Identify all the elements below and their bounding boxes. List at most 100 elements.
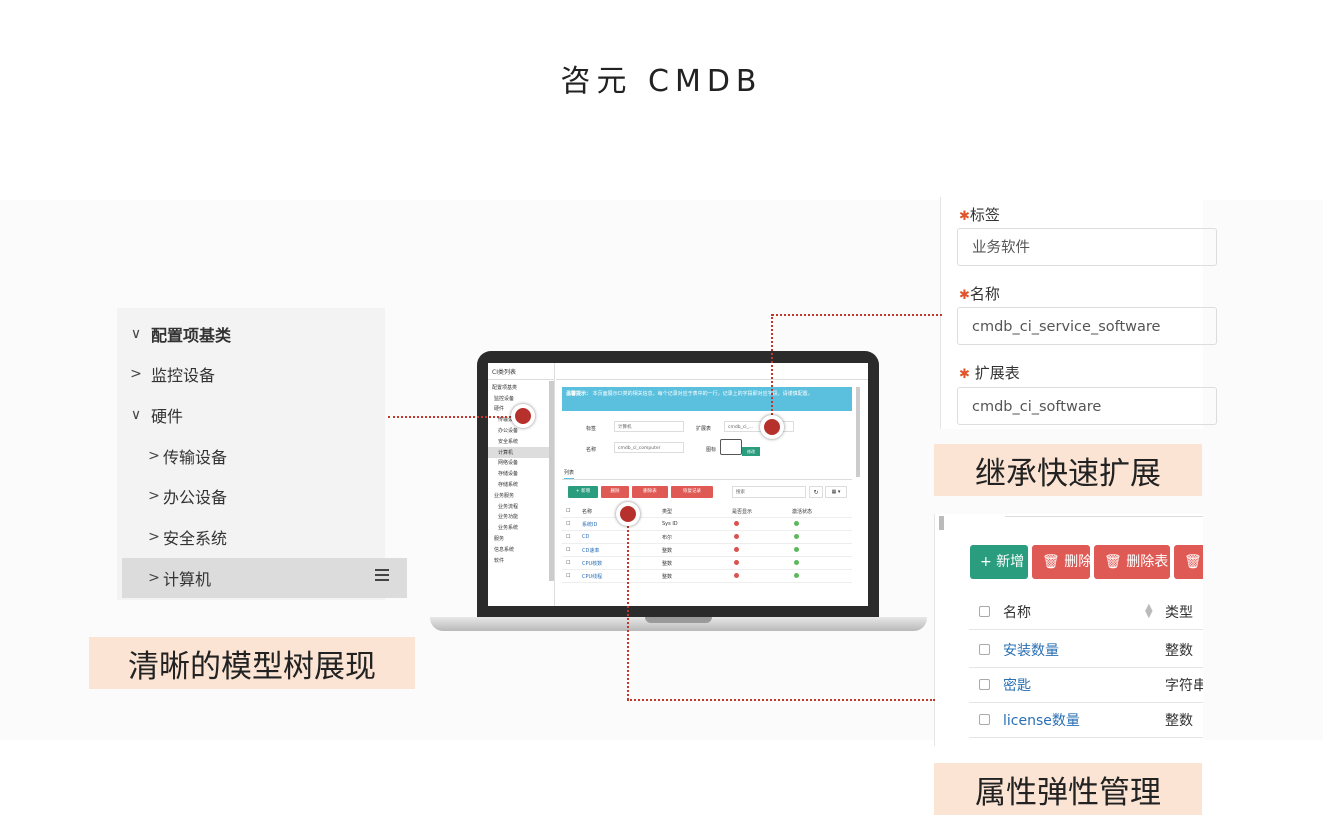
checkbox-icon[interactable]: ☐ [566,508,571,514]
mini-label-ext: 扩展表 [696,426,712,432]
mini-delete-button[interactable]: 删除 [601,486,629,498]
mini-sidebar-item[interactable]: 业务系统 [498,525,519,532]
mini-row-name[interactable]: CD速率 [582,548,600,554]
mini-main-scrollbar[interactable] [856,387,860,477]
mini-info-box: 温馨提示： 本页面展示CI类的相关信息，每个记录对应于表中的一行，记录上的字段即… [562,387,852,411]
mini-topbar [556,363,868,380]
field-label-name: ✱名称 [959,285,1000,303]
mini-sidebar-item[interactable]: 信息系统 [494,546,515,553]
mini-sidebar-item[interactable]: 服务 [494,536,505,543]
list-row[interactable]: 密匙 字符串 [969,667,1203,703]
status-green-icon [794,534,799,541]
list-row[interactable]: 安装数量整数 [969,632,1203,668]
refresh-icon[interactable]: ↻ [809,486,823,498]
header-name: 名称 [1003,605,1031,621]
checkbox-icon[interactable]: ☐ [566,560,571,566]
row-name-link[interactable]: 安装数量 [1003,643,1059,659]
mini-row-name[interactable]: CPU线程 [582,574,603,580]
name-input[interactable]: cmdb_ci_service_software [957,307,1217,345]
tree-item-security[interactable]: > 安全系统 [117,517,413,557]
row-checkbox[interactable] [979,679,990,690]
status-red-icon [734,560,739,567]
mini-sidebar-item[interactable]: 存储系统 [498,482,519,489]
list-scrollbar[interactable] [939,516,944,530]
mini-icon-edit-button[interactable]: 修改 [742,447,760,456]
sort-icon[interactable]: ▲▼ [1145,602,1153,620]
mini-sidebar-item[interactable]: 硬件 [494,406,505,413]
mini-sidebar-item[interactable]: 业务功能 [498,514,519,521]
mini-sidebar-item[interactable]: 计算机 [488,446,554,458]
header-type: 类型 [1165,605,1193,621]
mini-sidebar-item[interactable]: 软件 [494,557,505,564]
mini-row-type: 整数 [662,561,673,567]
checkbox-icon[interactable]: ☐ [566,534,571,540]
mini-sidebar-item[interactable]: 传输设备 [498,417,519,424]
mini-sidebar-item[interactable]: 监控设备 [494,395,515,402]
checkbox-icon[interactable]: ☐ [566,573,571,579]
mini-table-row[interactable]: ☐ CPU核数 整数 [562,557,852,570]
list-row[interactable]: license数量 整数 [969,702,1203,738]
mini-row-name[interactable]: 系统ID [582,522,598,528]
mini-sidebar-item[interactable]: 安全系统 [498,438,519,445]
columns-icon[interactable]: ▦ ▾ [825,486,847,498]
mini-sidebar-item[interactable]: 配置项基类 [492,384,518,391]
mini-sidebar-item[interactable]: 业务流程 [498,503,519,510]
tree-item-hardware[interactable]: ∨ 硬件 [117,395,395,435]
monitor-icon [720,439,742,455]
row-type: 整数 [1165,713,1193,729]
row-checkbox[interactable] [979,644,990,655]
delete-button[interactable]: 🗑 删除 [1032,545,1092,579]
mini-sidebar-item[interactable]: 办公设备 [498,428,519,435]
mini-row-type: 整数 [662,548,673,554]
row-name-link[interactable]: 密匙 [1003,678,1031,694]
extend-table-input[interactable]: cmdb_ci_software [957,387,1217,425]
clear-button[interactable]: 🗑 清 [1174,545,1203,579]
page-title: 咨元 CMDB [560,64,763,99]
mini-scrollbar[interactable] [549,381,554,581]
mini-header-name: 名称 [582,509,593,515]
mini-ext-input[interactable]: cmdb_ci_... [724,421,794,432]
mini-restore-button[interactable]: 恢复记录 [671,486,713,498]
mini-table-row[interactable]: ☐CPU线程整数 [562,570,852,583]
tree-item-config-base[interactable]: ∨ 配置项基类 [117,314,395,354]
mini-sidebar-item[interactable]: 存储设备 [498,471,519,478]
add-button[interactable]: + 新增 [970,545,1028,579]
tree-item-office[interactable]: > 办公设备 [117,476,413,516]
connector-tree [388,416,523,418]
mini-name-input[interactable]: cmdb_ci_computer [614,442,684,453]
mini-tab-list[interactable]: 列表 [564,469,575,479]
mini-header-type: 类型 [662,509,673,515]
select-all-checkbox[interactable] [979,606,990,617]
mini-tag-input[interactable]: 计算机 [614,421,684,432]
hamburger-menu-icon[interactable] [375,569,389,581]
status-red-icon [734,573,739,580]
tree-item-computer[interactable]: > 计算机 [122,558,407,598]
mini-sidebar-item[interactable]: 业务服务 [494,492,515,499]
mini-row-name[interactable]: CPU核数 [582,561,603,567]
tree-item-label: 硬件 [151,407,184,426]
mini-table-header: ☐ 名称 类型 是否显示 激活状态 [562,505,852,518]
laptop-base [430,617,927,631]
row-checkbox[interactable] [979,714,990,725]
tag-input[interactable]: 业务软件 [957,228,1217,266]
tree-item-transmission[interactable]: > 传输设备 [117,436,413,476]
chevron-right-icon: > [148,448,160,464]
mini-search-input[interactable]: 搜索 [732,486,806,498]
mini-table-row[interactable]: ☐ CD速率 整数 [562,544,852,557]
row-type: 字符串 [1165,678,1203,694]
checkbox-icon[interactable]: ☐ [566,547,571,553]
tree-item-monitor[interactable]: > 监控设备 [117,354,395,394]
mini-label-icon: 图标 [706,447,717,453]
checkbox-icon[interactable]: ☐ [566,521,571,527]
mini-add-button[interactable]: + 新增 [568,486,598,498]
delete-table-button[interactable]: 🗑 删除表 [1094,545,1170,579]
connector-form-vertical [771,314,773,426]
field-label-extend-table: ✱ 扩展表 [959,364,1020,382]
mini-delete-table-button[interactable]: 删除表 [632,486,668,498]
tree-item-label: 传输设备 [163,448,228,467]
row-name-link[interactable]: license数量 [1003,713,1080,729]
mini-sidebar-item[interactable]: 网络设备 [498,460,519,467]
mini-row-name[interactable]: CD [582,534,590,540]
